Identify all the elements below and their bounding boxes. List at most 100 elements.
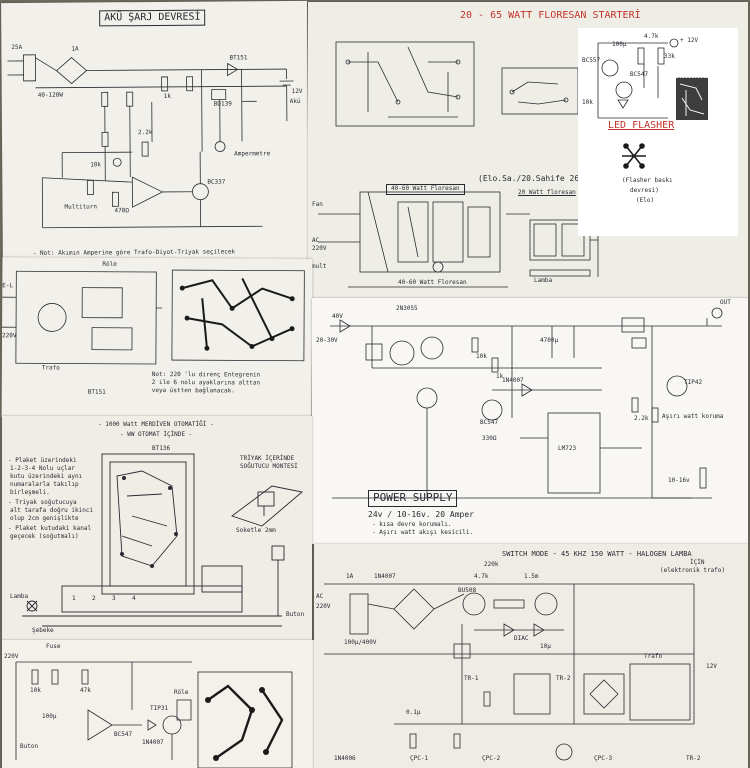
led-flasher-title: LED FLASHER — [608, 120, 675, 131]
label-4700u: 4700μ — [540, 337, 559, 344]
smps-subtitle-2: (elektronik trafo) — [660, 567, 726, 574]
label-bd139: BD139 — [213, 100, 232, 108]
label-fuse: Fuse — [46, 643, 61, 650]
label-smps-1n4007: 1N4007 — [374, 573, 396, 580]
sheet-led-flasher: LED FLASHER (Flasher baskı devresi) (Elo… — [578, 28, 738, 236]
label-timer-1n4007: 1N4007 — [142, 739, 164, 746]
stair-note-9: geçecek (soğutmalı) — [10, 533, 79, 540]
power-supply-title: POWER SUPPLY — [368, 490, 458, 507]
smps-subtitle-1: İÇİN — [690, 559, 705, 566]
triac-title-2: SOĞUTUCU MONTESİ — [240, 463, 298, 470]
label-diac: DIAC — [514, 635, 529, 642]
label-flasher-10k: 10k — [582, 99, 593, 106]
label-ps-1k: 1k — [496, 373, 504, 380]
battery-charger-note: - Not: Akımın Amperine göre Trafo-Diyot-… — [32, 248, 236, 257]
relay-pcb-drawings — [2, 269, 305, 365]
led-flasher-caption-3: (Elo) — [636, 197, 655, 204]
stair-note-3: numaralarla takılıp — [10, 481, 79, 488]
label-220v: 220V — [312, 245, 327, 252]
led-flasher-caption-2: devresi) — [630, 187, 659, 194]
led-flasher-schematic — [597, 38, 708, 169]
label-ac: AC — [312, 237, 320, 244]
label-smps-0-1u: 0.1μ — [406, 709, 421, 716]
flasher-pcb-photo — [676, 78, 708, 120]
label-role: Röle — [102, 260, 117, 268]
label-smps-10u: 10μ — [540, 643, 551, 650]
switch-mode-schematic — [324, 583, 695, 761]
label-smps-4-7k: 4.7k — [474, 573, 489, 580]
label-aku: Akü — [289, 97, 301, 106]
label-pin-1: 1 — [72, 595, 76, 602]
label-smps-1a: 1A — [346, 573, 354, 580]
bottom-label-cpc3: ÇPC-3 — [594, 755, 613, 762]
sheet-power-supply: POWER SUPPLY 24v / 10-16v. 20 Amper - kı… — [312, 298, 748, 544]
label-1a: 1A — [71, 45, 79, 53]
label-20-30v: 20-30V — [316, 337, 338, 344]
label-2n3055: 2N3055 — [396, 305, 418, 312]
label-timer-buton: Buton — [20, 743, 39, 750]
label-4-7k: 4.7k — [644, 33, 659, 40]
bottom-label-tr2: TR-2 — [686, 755, 701, 762]
label-bu508: BU508 — [458, 587, 477, 594]
label-mult: mult — [312, 263, 327, 270]
label-timer-220v: 220V — [4, 653, 19, 660]
label-sebeke: Şebeke — [32, 627, 54, 634]
fluorescent-subtitle: (Elo.Sa./20.Sahife 26) — [478, 174, 584, 183]
label-smps-cap: 100μ/400V — [344, 639, 377, 646]
label-bc547-ps: BC547 — [480, 419, 499, 426]
label-2-2k: 2.2k — [137, 129, 153, 137]
label-smps-220k: 220k — [484, 561, 499, 568]
label-trafo: Trafo — [41, 364, 60, 372]
label-40-120w: 40-120W — [37, 91, 64, 99]
stair-note-title: - Plaket üzerindeki — [8, 457, 77, 464]
sheet-stair-timer: - 1000 Watt MERDİVEN OTOMATİĞİ - - WW OT… — [2, 416, 312, 642]
label-smps-trafo: Trafo — [644, 653, 663, 660]
label-overload: Aşırı watt koruma — [662, 413, 724, 420]
label-timer-bc547: BC547 — [114, 731, 133, 738]
stair-note-6: alt tarafa doğru ikinci — [10, 507, 94, 514]
panel-a-caption: 40-60 Watt Floresan — [386, 184, 465, 195]
label-1k: 1k — [163, 92, 171, 100]
stair-note-7: olup 2cm genişlikte — [10, 515, 79, 522]
label-tr1: TR-1 — [464, 675, 479, 682]
stair-note-8: - Plaket kutudaki kanal — [8, 525, 92, 532]
battery-charger-schematic — [7, 54, 294, 229]
panel-b-caption: 20 Watt floresan — [518, 189, 576, 196]
label-timer-47k: 47k — [80, 687, 91, 694]
timer-circuit-schematic — [15, 661, 293, 768]
label-bt151: BT151 — [229, 54, 248, 62]
label-lamba: Lamba — [534, 277, 553, 284]
stair-note-1: 1-2-3-4 Nolu uçlar — [10, 465, 76, 472]
label-fan: Fan — [312, 201, 323, 208]
label-33k: 33k — [664, 53, 675, 60]
label-buton: Buton — [286, 611, 305, 618]
label-ampermetre: Ampermetre — [234, 150, 271, 158]
sheet-timer-circuit: Fuse 220V BC547 TIP31 1N4007 10k 47k 100… — [2, 640, 314, 768]
label-470: 470Ω — [114, 207, 129, 215]
label-25a: 25A — [11, 43, 23, 52]
label-bt151-pcb: BT151 — [87, 388, 106, 396]
label-10k: 10k — [90, 161, 102, 169]
sheet-battery-charger: AKÜ ŞARJ DEVRESİ - Not: Akımın Amperine … — [1, 0, 309, 272]
led-flasher-caption-1: (Flasher baskı — [622, 177, 673, 184]
label-bc557: BC557 — [582, 57, 601, 64]
stair-timer-title: - 1000 Watt MERDİVEN OTOMATİĞİ - — [98, 421, 214, 428]
power-supply-schematic — [330, 307, 723, 499]
label-smps-12v: 12V — [706, 663, 717, 670]
label-12v: 12V — [291, 87, 303, 96]
label-lm723: LM723 — [558, 445, 577, 452]
sheet-relay-pcb: Not: 220 'lu direnç Entegrenin 2 ile 6 n… — [1, 257, 313, 419]
label-soketle: Soketle 2mm — [236, 527, 276, 534]
label-tr2: TR-2 — [556, 675, 571, 682]
label-smps-220v: 220V — [316, 603, 331, 610]
sheet-switch-mode: SWITCH MODE - 45 KHZ 150 WATT - HALOGEN … — [314, 544, 748, 768]
label-out: OUT — [720, 299, 731, 306]
stair-timer-subtitle: - WW OTOMAT İÇİNDE - — [120, 431, 193, 438]
label-ps-2-2k: 2.2k — [634, 415, 649, 422]
label-bc337: BC337 — [207, 178, 226, 186]
label-el: E-L — [2, 282, 14, 290]
label-330: 330Ω — [482, 435, 497, 442]
bottom-label-1n4006: 1N4006 — [334, 755, 356, 762]
label-bc547: BC547 — [630, 71, 649, 78]
label-40v: 40V — [332, 313, 343, 320]
